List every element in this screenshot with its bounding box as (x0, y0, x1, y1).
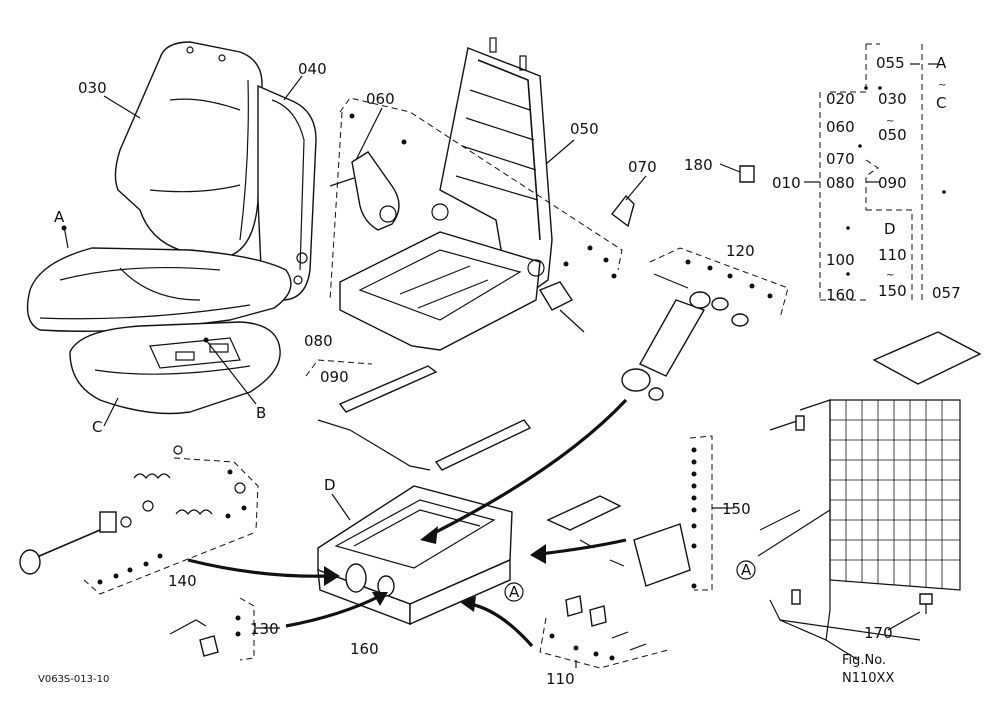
label-070-range: 070 (826, 150, 855, 168)
seat-belt (329, 151, 585, 333)
label-040: 040 (298, 60, 327, 78)
clips-110 (565, 595, 647, 651)
label-110: 110 (546, 670, 575, 688)
label-c-range: C (936, 94, 946, 112)
label-090-range: 090 (878, 174, 907, 192)
label-150-range: 150 (878, 282, 907, 300)
label-a-range: A (936, 54, 947, 72)
parts-130 (169, 619, 219, 657)
label-140: 140 (168, 572, 197, 590)
label-050-range: 050 (878, 126, 907, 144)
slide-rails (317, 365, 532, 471)
label-060-range: 060 (826, 118, 855, 136)
drawing-code: V063S-013-10 (38, 674, 109, 685)
label-057: 057 (932, 284, 961, 302)
manual-057 (872, 331, 982, 385)
range-tilde-2: ~ (886, 116, 894, 127)
seat-cushion-pan (69, 321, 281, 415)
label-100: 100 (826, 251, 855, 269)
fig-no-label: Fig.No. (842, 653, 886, 668)
label-020: 020 (826, 90, 855, 108)
leader-lines (63, 63, 938, 668)
label-d-range: D (884, 220, 896, 238)
label-a-circle-1: A (509, 583, 520, 601)
part-number-labels: 030 040 060 050 070 180 010 055 020 030 … (38, 54, 961, 688)
reference-circle-a-1 (504, 582, 524, 602)
label-a: A (54, 208, 65, 226)
label-160-range: 160 (826, 286, 855, 304)
suspension-base (317, 485, 513, 626)
guard-grid (759, 399, 961, 641)
label-180: 180 (684, 156, 713, 174)
label-c: C (92, 418, 102, 436)
seat-back-cushion (114, 41, 263, 259)
grouping-brackets (83, 43, 923, 669)
label-a-circle-2: A (741, 561, 752, 579)
label-170: 170 (864, 624, 893, 642)
fastener-markers (61, 86, 946, 661)
spring-assembly-140 (19, 445, 246, 575)
label-080-range: 080 (826, 174, 855, 192)
label-150: 150 (722, 500, 751, 518)
bracket-assembly-150 (546, 495, 691, 587)
shock-absorber (621, 273, 749, 401)
label-030: 030 (78, 79, 107, 97)
label-030-range: 030 (878, 90, 907, 108)
label-060: 060 (366, 90, 395, 108)
label-160: 160 (350, 640, 379, 658)
reference-circle-a-2 (736, 560, 756, 580)
range-tilde-1: ~ (938, 80, 946, 91)
label-080: 080 (304, 332, 333, 350)
label-d: D (324, 476, 336, 494)
label-110-range: 110 (878, 246, 907, 264)
fig-code-label: N110XX (842, 671, 894, 686)
label-130: 130 (250, 620, 279, 638)
range-tilde-3: ~ (886, 270, 894, 281)
seat-cushion (26, 247, 292, 332)
label-010: 010 (772, 174, 801, 192)
seat-frame (339, 203, 545, 351)
label-050: 050 (570, 120, 599, 138)
lever-070 (611, 194, 635, 228)
label-070: 070 (628, 158, 657, 176)
label-120: 120 (726, 242, 755, 260)
cap-180 (739, 165, 755, 183)
label-055: 055 (876, 54, 905, 72)
assembly-arrows (187, 398, 628, 648)
label-b: B (256, 404, 266, 422)
label-090: 090 (320, 368, 349, 386)
